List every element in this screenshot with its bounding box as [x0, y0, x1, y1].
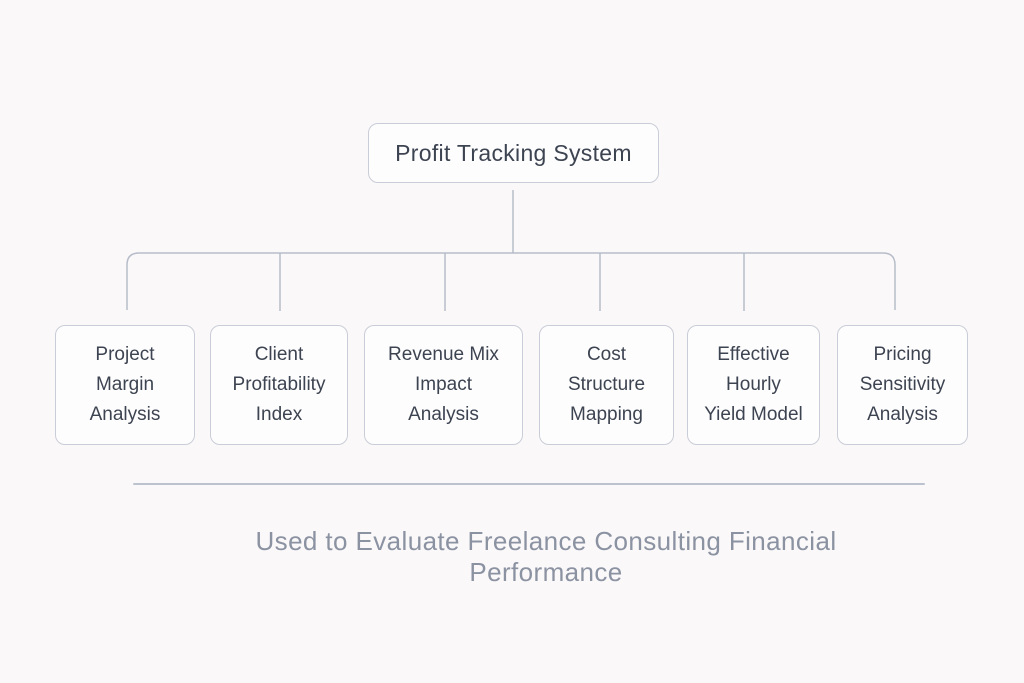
node-child-label: Pricing Sensitivity Analysis — [859, 344, 946, 425]
node-client-profitability-index: Client Profitability Index — [210, 325, 348, 445]
divider-line — [133, 483, 925, 485]
node-child-label: Effective Hourly Yield Model — [704, 344, 803, 425]
caption-text: Used to Evaluate Freelance Consulting Fi… — [255, 526, 837, 587]
node-revenue-mix-impact-analysis: Revenue Mix Impact Analysis — [364, 325, 523, 445]
node-pricing-sensitivity-analysis: Pricing Sensitivity Analysis — [837, 325, 968, 445]
node-child-label: Project Margin Analysis — [89, 344, 161, 425]
node-child-label: Cost Structure Mapping — [567, 344, 646, 425]
node-project-margin-analysis: Project Margin Analysis — [55, 325, 195, 445]
node-child-label: Revenue Mix Impact Analysis — [388, 344, 499, 425]
node-child-label: Client Profitability Index — [232, 344, 326, 425]
node-root-label: Profit Tracking System — [395, 139, 632, 166]
node-profit-tracking-system: Profit Tracking System — [368, 123, 659, 183]
branch-rail-line — [126, 252, 896, 310]
node-cost-structure-mapping: Cost Structure Mapping — [539, 325, 674, 445]
node-effective-hourly-yield-model: Effective Hourly Yield Model — [687, 325, 820, 445]
